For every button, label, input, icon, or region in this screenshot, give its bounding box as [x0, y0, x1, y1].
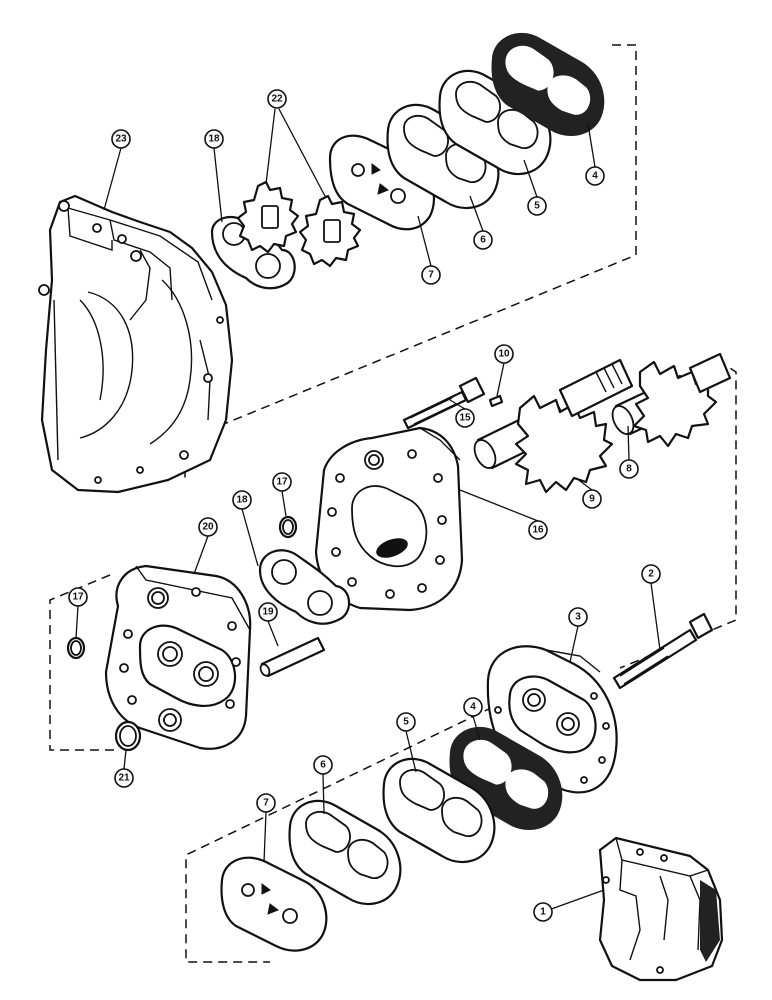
callout-3: 3 — [568, 607, 588, 627]
callout-22: 22 — [267, 89, 287, 109]
svg-text:7: 7 — [428, 270, 434, 281]
svg-text:8: 8 — [626, 464, 632, 475]
bolt-2 — [612, 612, 714, 690]
svg-text:4: 4 — [470, 702, 476, 713]
callout-17-left: 17 — [68, 587, 88, 607]
callout-1: 1 — [533, 902, 553, 922]
callout-8: 8 — [619, 459, 639, 479]
callout-7-top: 7 — [421, 265, 441, 285]
callout-7-lower: 7 — [256, 793, 276, 813]
seal-4-top — [491, 32, 605, 136]
callout-6-top: 6 — [473, 230, 493, 250]
callout-21: 21 — [114, 768, 134, 788]
callout-15: 15 — [455, 408, 475, 428]
o-ring-21 — [114, 720, 142, 752]
callout-5-top: 5 — [527, 196, 547, 216]
callout-16: 16 — [528, 520, 548, 540]
callout-18-top: 18 — [204, 129, 224, 149]
gasket-5-lower — [382, 757, 496, 864]
key-10 — [488, 394, 504, 408]
svg-text:4: 4 — [592, 171, 598, 182]
callout-5-lower: 5 — [396, 712, 416, 732]
svg-text:19: 19 — [262, 607, 274, 618]
svg-text:6: 6 — [320, 760, 326, 771]
svg-text:20: 20 — [202, 522, 214, 533]
svg-text:23: 23 — [115, 134, 127, 145]
svg-text:6: 6 — [480, 235, 486, 246]
drive-gears-22 — [236, 180, 362, 268]
svg-text:3: 3 — [575, 612, 581, 623]
drive-shaft-9 — [473, 358, 634, 494]
callout-6-lower: 6 — [313, 755, 333, 775]
svg-text:1: 1 — [540, 907, 546, 918]
svg-text:18: 18 — [236, 495, 248, 506]
callout-9: 9 — [582, 489, 602, 509]
end-cover-3 — [486, 645, 618, 794]
callout-4-top: 4 — [585, 166, 605, 186]
svg-text:17: 17 — [276, 477, 288, 488]
wear-plate-7-lower — [220, 856, 328, 952]
svg-text:22: 22 — [271, 94, 283, 105]
callout-2: 2 — [641, 564, 661, 584]
figure-eight-seal-18-top — [210, 215, 296, 290]
svg-text:17: 17 — [72, 592, 84, 603]
callout-17-middle: 17 — [272, 472, 292, 492]
leader-lines — [75, 108, 661, 913]
o-ring-17-middle — [278, 515, 298, 539]
svg-text:5: 5 — [534, 201, 540, 212]
svg-text:16: 16 — [532, 525, 544, 536]
callout-4-lower: 4 — [463, 697, 483, 717]
svg-text:10: 10 — [498, 349, 510, 360]
callout-19: 19 — [258, 602, 278, 622]
svg-text:7: 7 — [263, 798, 269, 809]
svg-text:21: 21 — [118, 773, 130, 784]
mounting-flange-20 — [104, 564, 252, 750]
backup-gasket-6-lower — [288, 799, 402, 906]
figure-eight-seal-18-middle — [258, 549, 351, 625]
callout-23: 23 — [111, 129, 131, 149]
svg-text:5: 5 — [403, 717, 409, 728]
svg-text:2: 2 — [648, 569, 654, 580]
o-ring-17-left — [66, 636, 86, 660]
dowel-pin-19 — [259, 636, 326, 678]
callout-10: 10 — [494, 344, 514, 364]
svg-text:15: 15 — [459, 413, 471, 424]
svg-text:18: 18 — [208, 134, 220, 145]
callout-18-middle: 18 — [232, 490, 252, 510]
gasket-5-top — [438, 69, 552, 176]
gear-housing-16 — [314, 426, 464, 612]
callout-20: 20 — [198, 517, 218, 537]
driven-shaft-8 — [611, 352, 732, 448]
pump-assembly-1 — [598, 836, 724, 982]
pump-housing-23 — [38, 194, 234, 494]
svg-text:9: 9 — [589, 494, 595, 505]
